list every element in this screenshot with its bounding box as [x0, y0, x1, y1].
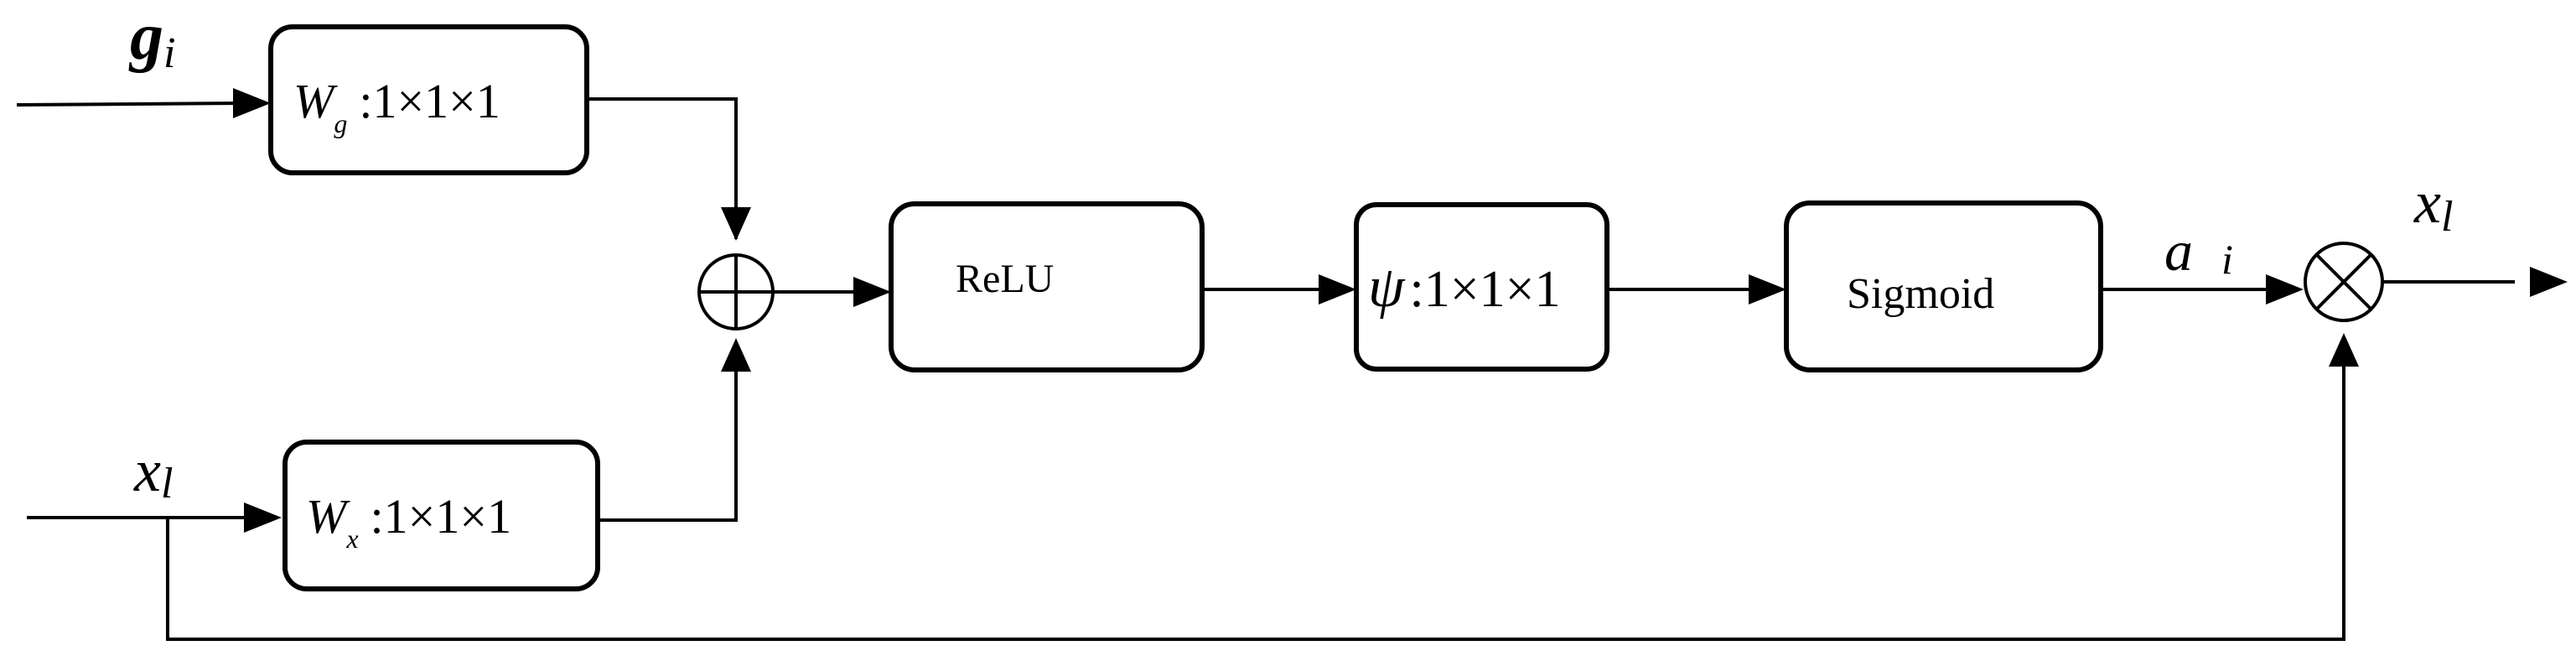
arrowhead-into-relu [853, 277, 891, 307]
arrowhead-into-add-top [721, 207, 751, 241]
sigmoid-block: Sigmoid [1784, 200, 2103, 372]
x-input-label: xl [133, 437, 173, 508]
g-input-label: gi [128, 0, 175, 77]
output-base: x [2413, 169, 2441, 236]
attention-base: a [2164, 219, 2193, 283]
arrowhead-into-psi [1319, 274, 1356, 305]
arrowhead-into-wx [244, 502, 282, 533]
wire-wx-to-add [598, 346, 738, 522]
wg-block: Wg :1×1×1 [268, 24, 589, 175]
output-label: xl [2413, 169, 2453, 241]
arrowhead-into-mul-bottom [2329, 333, 2359, 367]
arrowhead-into-wg [233, 88, 271, 118]
arrowhead-into-mul [2266, 274, 2304, 305]
multiply-operator [2304, 242, 2384, 322]
psi-spec: :1×1×1 [1409, 261, 1560, 318]
add-operator [697, 253, 775, 331]
x-input-base: x [133, 437, 161, 504]
wire-g-input [16, 102, 248, 107]
g-input-sub: i [163, 29, 175, 77]
wx-spec: :1×1×1 [371, 489, 512, 544]
output-sub: l [2441, 193, 2453, 241]
svg-text:Wx:1×1×1: Wx :1×1×1 [306, 489, 511, 554]
wx-block: Wx :1×1×1 [282, 440, 600, 591]
arrowhead-into-sigmoid [1749, 274, 1786, 305]
wg-subscript: g [334, 108, 347, 138]
psi-block: ψ:1×1×1 [1354, 202, 1609, 372]
svg-text:Wg:1×1×1: Wg :1×1×1 [293, 74, 500, 138]
arrowhead-output [2530, 267, 2568, 297]
relu-block: ReLU [889, 201, 1205, 372]
psi-symbol: ψ [1368, 255, 1406, 320]
svg-text:ψ:1×1×1: ψ:1×1×1 [1368, 255, 1561, 320]
wx-symbol: W [306, 489, 350, 544]
sigmoid-label: Sigmoid [1847, 270, 1994, 318]
relu-label: ReLU [956, 257, 1054, 301]
wire-wg-to-add [587, 97, 738, 239]
wx-subscript: x [345, 523, 358, 554]
attention-sub: i [2221, 236, 2233, 283]
wg-symbol: W [293, 74, 338, 128]
wire-skip-connection [109, 362, 2345, 641]
wg-spec: :1×1×1 [359, 74, 500, 128]
g-input-base: g [128, 0, 163, 74]
x-input-sub: l [161, 460, 173, 508]
arrowhead-into-add-bottom [721, 338, 751, 372]
